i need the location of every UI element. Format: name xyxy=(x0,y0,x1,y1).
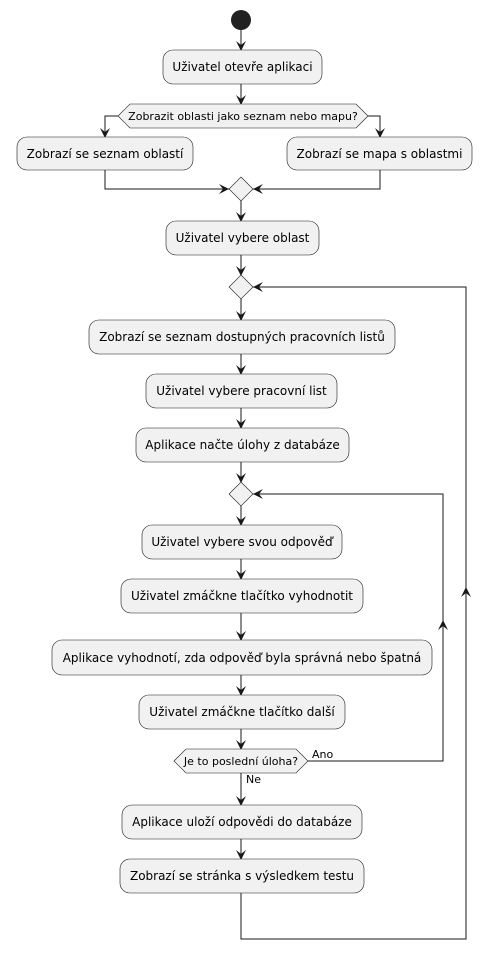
node-evaluate-text: Aplikace vyhodnotí, zda odpověď byla spr… xyxy=(63,651,422,665)
arrowhead xyxy=(236,41,246,51)
node-show-worksheets-text: Zobrazí se seznam dostupných pracovních … xyxy=(99,330,385,344)
choice-decision: Zobrazit oblasti jako seznam nebo mapu? xyxy=(117,103,369,129)
node-select-worksheet: Uživatel vybere pracovní list xyxy=(145,373,338,409)
node-save-answers-text: Aplikace uloží odpovědi do databáze xyxy=(132,815,352,829)
node-show-result: Zobrazí se stránka s výsledkem testu xyxy=(119,858,365,894)
arrowhead xyxy=(219,184,229,194)
node-save-answers: Aplikace uloží odpovědi do databáze xyxy=(121,804,363,840)
node-show-map: Zobrazí se mapa s oblastmi xyxy=(286,136,473,171)
arrowhead xyxy=(438,620,448,630)
yes-label: Ano xyxy=(312,748,333,761)
node-select-area: Uživatel vybere oblast xyxy=(165,220,320,256)
node-press-evaluate-text: Uživatel zmáčkne tlačítko vyhodnotit xyxy=(131,589,353,603)
edge-choice-list xyxy=(104,115,118,137)
inner-loop-diamond xyxy=(228,481,254,507)
edge-list-merge xyxy=(104,170,229,190)
arrowhead xyxy=(236,570,246,580)
arrowhead xyxy=(236,631,246,641)
node-show-list-text: Zobrazí se seznam oblastí xyxy=(27,147,184,161)
arrowhead xyxy=(253,184,263,194)
arrowhead xyxy=(236,740,246,750)
node-evaluate: Aplikace vyhodnotí, zda odpověď byla spr… xyxy=(51,639,433,676)
node-show-list: Zobrazí se seznam oblastí xyxy=(16,136,194,171)
node-select-worksheet-text: Uživatel vybere pracovní list xyxy=(156,384,327,398)
node-select-area-text: Uživatel vybere oblast xyxy=(176,231,310,245)
last-task-question-text: Je to poslední úloha? xyxy=(183,755,298,768)
node-select-answer: Uživatel vybere svou odpověď xyxy=(141,524,343,560)
node-press-next: Uživatel zmáčkne tlačítko další xyxy=(138,694,346,730)
edge-map-merge xyxy=(253,170,381,190)
arrowhead xyxy=(461,587,471,597)
no-label: Ne xyxy=(246,773,261,786)
outer-loop-diamond xyxy=(228,274,254,300)
arrowhead xyxy=(236,796,246,806)
start-node xyxy=(231,10,251,30)
node-load-tasks: Aplikace načte úlohy z databáze xyxy=(135,427,350,463)
last-task-decision: Je to poslední úloha? xyxy=(173,748,309,774)
arrowhead xyxy=(236,686,246,696)
arrowhead xyxy=(236,95,246,105)
node-press-evaluate: Uživatel zmáčkne tlačítko vyhodnotit xyxy=(120,578,364,614)
node-show-result-text: Zobrazí se stránka s výsledkem testu xyxy=(130,869,354,883)
node-open-app-text: Uživatel otevře aplikaci xyxy=(172,60,312,74)
node-show-map-text: Zobrazí se mapa s oblastmi xyxy=(297,147,463,161)
arrowhead xyxy=(236,419,246,429)
arrowhead xyxy=(253,282,263,292)
node-select-answer-text: Uživatel vybere svou odpověď xyxy=(151,535,334,549)
node-load-tasks-text: Aplikace načte úlohy z databáze xyxy=(145,438,339,452)
merge-diamond xyxy=(228,176,254,202)
edge-result-loopback xyxy=(240,286,467,940)
arrowheads xyxy=(100,41,471,860)
arrowhead xyxy=(375,128,385,138)
arrowhead xyxy=(253,489,263,499)
node-press-next-text: Uživatel zmáčkne tlačítko další xyxy=(149,705,335,719)
edge-yes-loopback xyxy=(253,493,444,762)
arrowhead xyxy=(236,473,246,483)
node-open-app: Uživatel otevře aplikaci xyxy=(162,49,323,85)
node-show-worksheets: Zobrazí se seznam dostupných pracovních … xyxy=(88,319,396,355)
arrowhead xyxy=(236,365,246,375)
arrowhead xyxy=(236,516,246,526)
arrowhead xyxy=(236,212,246,222)
arrowhead xyxy=(100,128,110,138)
edge-choice-map xyxy=(368,115,381,137)
arrowhead xyxy=(236,850,246,860)
arrowhead xyxy=(236,266,246,276)
choice-question-text: Zobrazit oblasti jako seznam nebo mapu? xyxy=(128,110,358,123)
arrowhead xyxy=(236,311,246,321)
